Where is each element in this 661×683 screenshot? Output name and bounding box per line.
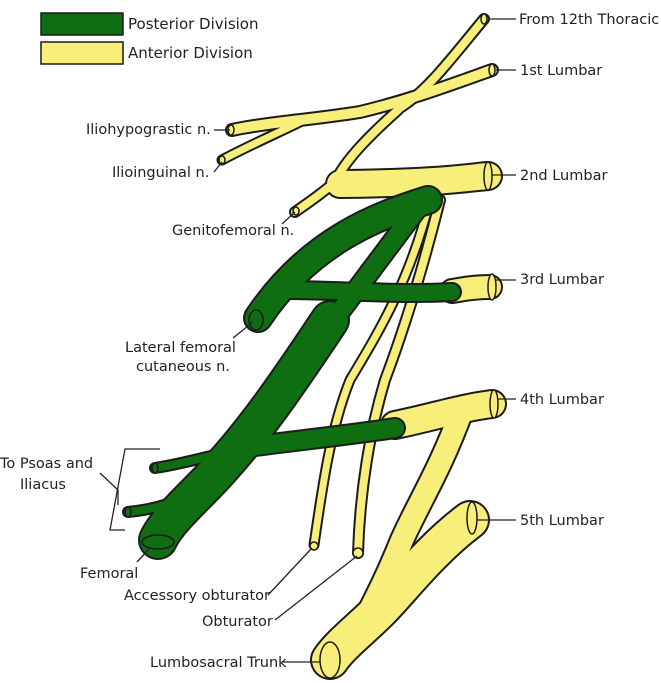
- label-psoas-1: To Psoas and: [0, 456, 93, 472]
- label-l3: 3rd Lumbar: [520, 272, 604, 288]
- label-femoral: Femoral: [80, 566, 138, 582]
- label-lumbosacral-trunk: Lumbosacral Trunk: [150, 655, 287, 671]
- leader-lines: [99, 18, 516, 663]
- cap-femoral: [141, 534, 175, 550]
- legend: Posterior Division Anterior Division: [40, 12, 259, 65]
- label-obturator: Obturator: [202, 614, 273, 630]
- cap-l5: [466, 501, 478, 535]
- nerve-l3-posterior: [282, 282, 460, 301]
- label-accessory-obturator: Accessory obturator: [124, 588, 270, 604]
- cap-l2: [483, 161, 493, 191]
- cap-l3: [487, 273, 497, 301]
- cap-psoas: [151, 462, 159, 474]
- cap-iliacus: [124, 506, 132, 518]
- label-ilioinguinal: Ilioinguinal n.: [112, 165, 209, 181]
- anterior-division-nerves: [216, 13, 507, 680]
- cap-l4: [489, 389, 499, 419]
- cap-t12: [480, 13, 488, 25]
- cap-lumbosacral: [319, 641, 341, 679]
- cap-lateral-femoral: [248, 309, 264, 331]
- nerve-femoral-trunk: [140, 302, 348, 558]
- label-iliohypogastric: Iliohypograstic n.: [86, 122, 211, 138]
- label-genitofemoral: Genitofemoral n.: [172, 223, 294, 239]
- label-psoas-2: Iliacus: [20, 477, 66, 493]
- nerve-l4-posterior: [231, 419, 404, 457]
- posterior-division-nerves: [122, 185, 462, 560]
- nerve-obturator: [354, 196, 444, 557]
- labels: From 12th Thoracic 1st Lumbar 2nd Lumbar…: [0, 12, 659, 671]
- legend-anterior-swatch: [40, 41, 124, 65]
- nerve-l1: [227, 65, 497, 135]
- legend-posterior-swatch: [40, 12, 124, 36]
- label-t12: From 12th Thoracic: [519, 12, 659, 28]
- label-l1: 1st Lumbar: [520, 63, 602, 79]
- label-l2: 2nd Lumbar: [520, 168, 607, 184]
- label-lateral-femoral-2: cutaneous n.: [136, 359, 230, 375]
- nerve-iliacus-branch: [124, 496, 184, 516]
- nerve-l4-to-trunk: [359, 399, 473, 621]
- nerve-accessory-obturator: [310, 196, 434, 549]
- cap-obturator: [352, 547, 364, 559]
- nerve-psoas-branch: [151, 451, 219, 472]
- label-l4: 4th Lumbar: [520, 392, 604, 408]
- legend-posterior-label: Posterior Division: [128, 15, 259, 33]
- nerve-l2-anterior: [327, 163, 501, 197]
- cap-ilioinguinal: [218, 155, 226, 165]
- legend-anterior-label: Anterior Division: [128, 44, 253, 62]
- nerve-l4-anterior: [382, 391, 505, 438]
- label-l5: 5th Lumbar: [520, 513, 604, 529]
- nerve-ilioinguinal: [218, 118, 304, 164]
- cap-l1: [488, 63, 496, 77]
- label-lateral-femoral-1: Lateral femoral: [125, 340, 236, 356]
